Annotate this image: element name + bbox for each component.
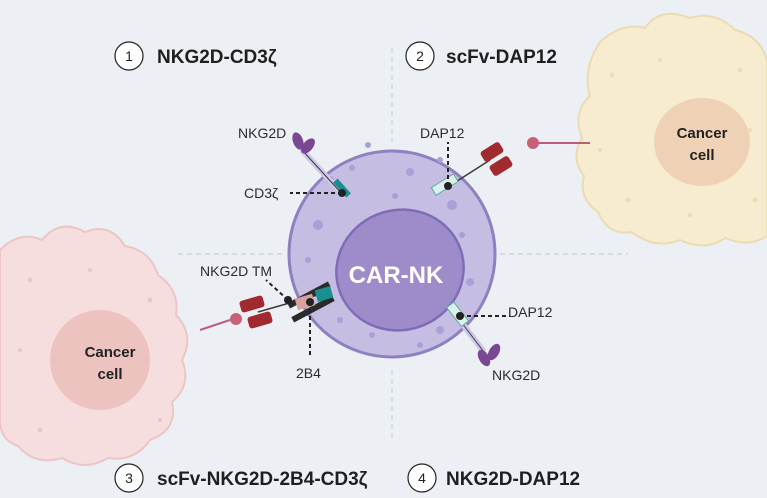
cancer-cell-left: Cancer cell [0,225,189,466]
panel-4-number: 4 [418,470,426,486]
label-p4-nkg2d: NKG2D [492,367,540,383]
car-nk-label: CAR-NK [349,262,444,289]
cancer-cell-left-label-line2: cell [97,366,122,383]
quadrant-dividers [178,48,628,440]
panel-3-title: scFv-NKG2D-2B4-CD3ζ [157,469,368,490]
label-p4-dap12: DAP12 [508,304,553,320]
receptor-nkg2d-cd3z [290,132,351,199]
panel-1-number: 1 [125,48,133,64]
ligand-left [199,313,242,331]
panel-2-number: 2 [416,48,424,64]
panel-2-heading: 2 scFv-DAP12 [405,41,557,71]
label-p3-2b4: 2B4 [296,365,321,381]
cancer-cell-right-label-line1: Cancer [677,125,728,142]
cancer-cell-left-label-line1: Cancer [85,344,136,361]
panel-3-heading: 3 scFv-NKG2D-2B4-CD3ζ [114,463,368,493]
label-p1-nkg2d: NKG2D [238,125,286,141]
panel-4-title: NKG2D-DAP12 [446,469,580,490]
ligand-right [527,137,590,149]
panel-4-heading: 4 NKG2D-DAP12 [407,463,580,493]
receptor-nkg2d-dap12 [445,301,510,367]
panel-3-number: 3 [125,470,133,486]
panel-1-heading: 1 NKG2D-CD3ζ [114,41,277,71]
cancer-cell-right: Cancer cell [575,12,767,247]
cancer-cell-right-label-line2: cell [689,147,714,164]
label-p1-cd3z: CD3ζ [244,185,278,201]
receptor-scfv-nkg2d-2b4-cd3z [239,279,335,358]
label-p2-dap12: DAP12 [420,125,465,141]
car-nk-cell: CAR-NK [287,142,497,359]
receptor-scfv-dap12 [430,142,513,196]
panel-1-title: NKG2D-CD3ζ [157,47,277,68]
label-p3-nkg2d-tm: NKG2D TM [200,263,272,279]
panel-2-title: scFv-DAP12 [446,47,557,68]
